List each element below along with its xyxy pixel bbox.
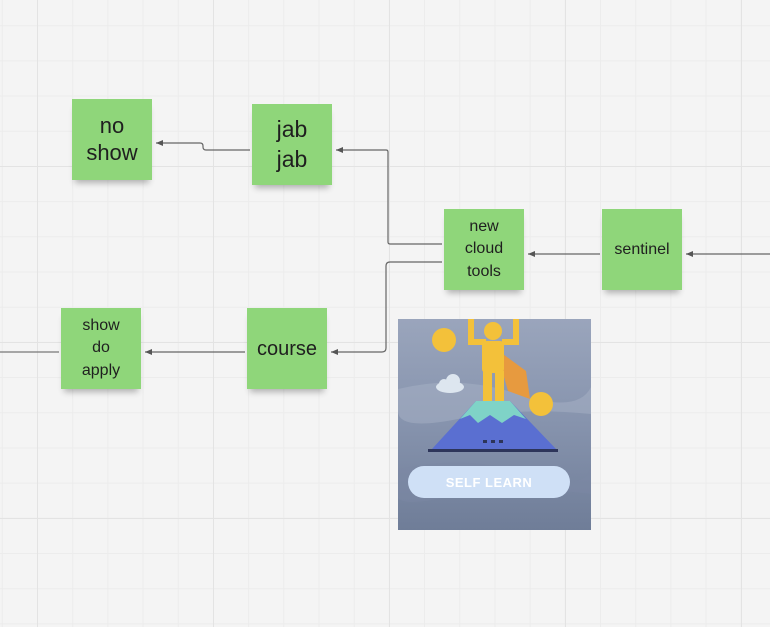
moon-icon <box>529 392 553 416</box>
mountain-icon <box>428 401 558 452</box>
sticky-note-course[interactable]: course <box>247 308 327 389</box>
sticky-note-text: sentinel <box>614 240 670 258</box>
cloud-icon <box>436 374 464 393</box>
sticky-note-new-cloud-tools[interactable]: new cloud tools <box>444 209 524 290</box>
self-learn-illustration <box>398 319 591 530</box>
cape-icon <box>496 349 530 399</box>
sticky-note-text: show do apply <box>81 316 121 379</box>
sun-icon <box>432 328 456 352</box>
sticky-note-text: new cloud tools <box>464 217 504 280</box>
sticky-note-text: course <box>256 337 318 360</box>
self-learn-image[interactable]: SELF LEARN <box>398 319 591 530</box>
sticky-note-jab-jab[interactable]: jab jab <box>252 104 332 185</box>
sticky-note-sentinel[interactable]: sentinel <box>602 209 682 290</box>
connector-jab-jab-to-no-show[interactable] <box>156 140 250 151</box>
connector-new-cloud-tools-to-course[interactable] <box>331 261 442 355</box>
sticky-note-text: jab jab <box>276 115 308 172</box>
hero-icon <box>468 319 519 405</box>
connector-new-cloud-tools-to-jab-jab[interactable] <box>336 147 442 245</box>
sticky-note-text: no show <box>86 113 138 165</box>
sticky-note-no-show[interactable]: no show <box>72 99 152 180</box>
self-learn-label: SELF LEARN <box>408 466 570 498</box>
sticky-note-show-do-apply[interactable]: show do apply <box>61 308 141 389</box>
